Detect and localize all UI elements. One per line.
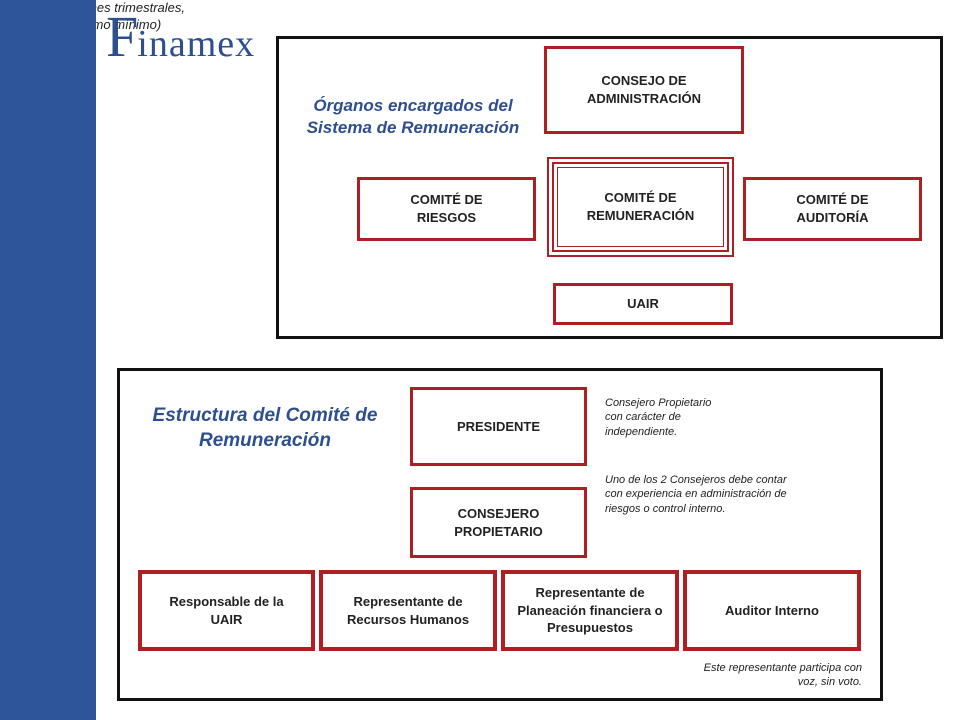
representante-note: Este representante participa con voz, si… [703, 662, 862, 689]
member-box-uair: Responsable de la UAIR [138, 570, 315, 651]
comite-remuneracion-label: COMITÉ DE REMUNERACIÓN [586, 190, 695, 223]
comite-riesgos-box: COMITÉ DE RIESGOS [357, 177, 536, 241]
finamex-logo: Finamex [106, 8, 255, 66]
comite-remuneracion-box: COMITÉ DE REMUNERACIÓN [547, 157, 734, 257]
consejo-administracion-label: CONSEJO DE ADMINISTRACIÓN [586, 73, 702, 106]
presidente-box: PRESIDENTE [410, 387, 587, 466]
remuneration-bodies-title: Órganos encargados del Sistema de Remune… [306, 96, 520, 138]
committee-structure-title: Estructura del Comité de Remuneración [152, 405, 378, 451]
side-bar [0, 0, 96, 720]
presidente-label: PRESIDENTE [456, 418, 541, 434]
consejero-propietario-box: CONSEJERO PROPIETARIO [410, 487, 587, 558]
uair-box: UAIR [553, 283, 733, 325]
comite-auditoria-label: COMITÉ DE AUDITORÍA [796, 192, 869, 225]
logo-initial: F [106, 4, 138, 69]
member-label: Representante de Recursos Humanos [346, 593, 470, 627]
member-box-rrhh: Representante de Recursos Humanos [319, 570, 497, 651]
member-box-planeacion: Representante de Planeación financiera o… [501, 570, 679, 651]
consejero-note: Uno de los 2 Consejeros debe contar con … [605, 474, 787, 515]
member-label: Representante de Planeación financiera o… [517, 585, 663, 636]
logo-text: inamex [137, 23, 256, 65]
member-label: Auditor Interno [725, 602, 819, 618]
uair-label: UAIR [627, 296, 659, 312]
consejo-administracion-box: CONSEJO DE ADMINISTRACIÓN [544, 46, 744, 134]
comite-riesgos-label: COMITÉ DE RIESGOS [410, 192, 483, 225]
member-label: Responsable de la UAIR [169, 593, 284, 627]
consejero-propietario-label: CONSEJERO PROPIETARIO [454, 505, 543, 539]
comite-auditoria-box: COMITÉ DE AUDITORÍA [743, 177, 922, 241]
member-box-auditor: Auditor Interno [683, 570, 861, 651]
presidente-note: Consejero Propietario con carácter de in… [605, 397, 712, 438]
